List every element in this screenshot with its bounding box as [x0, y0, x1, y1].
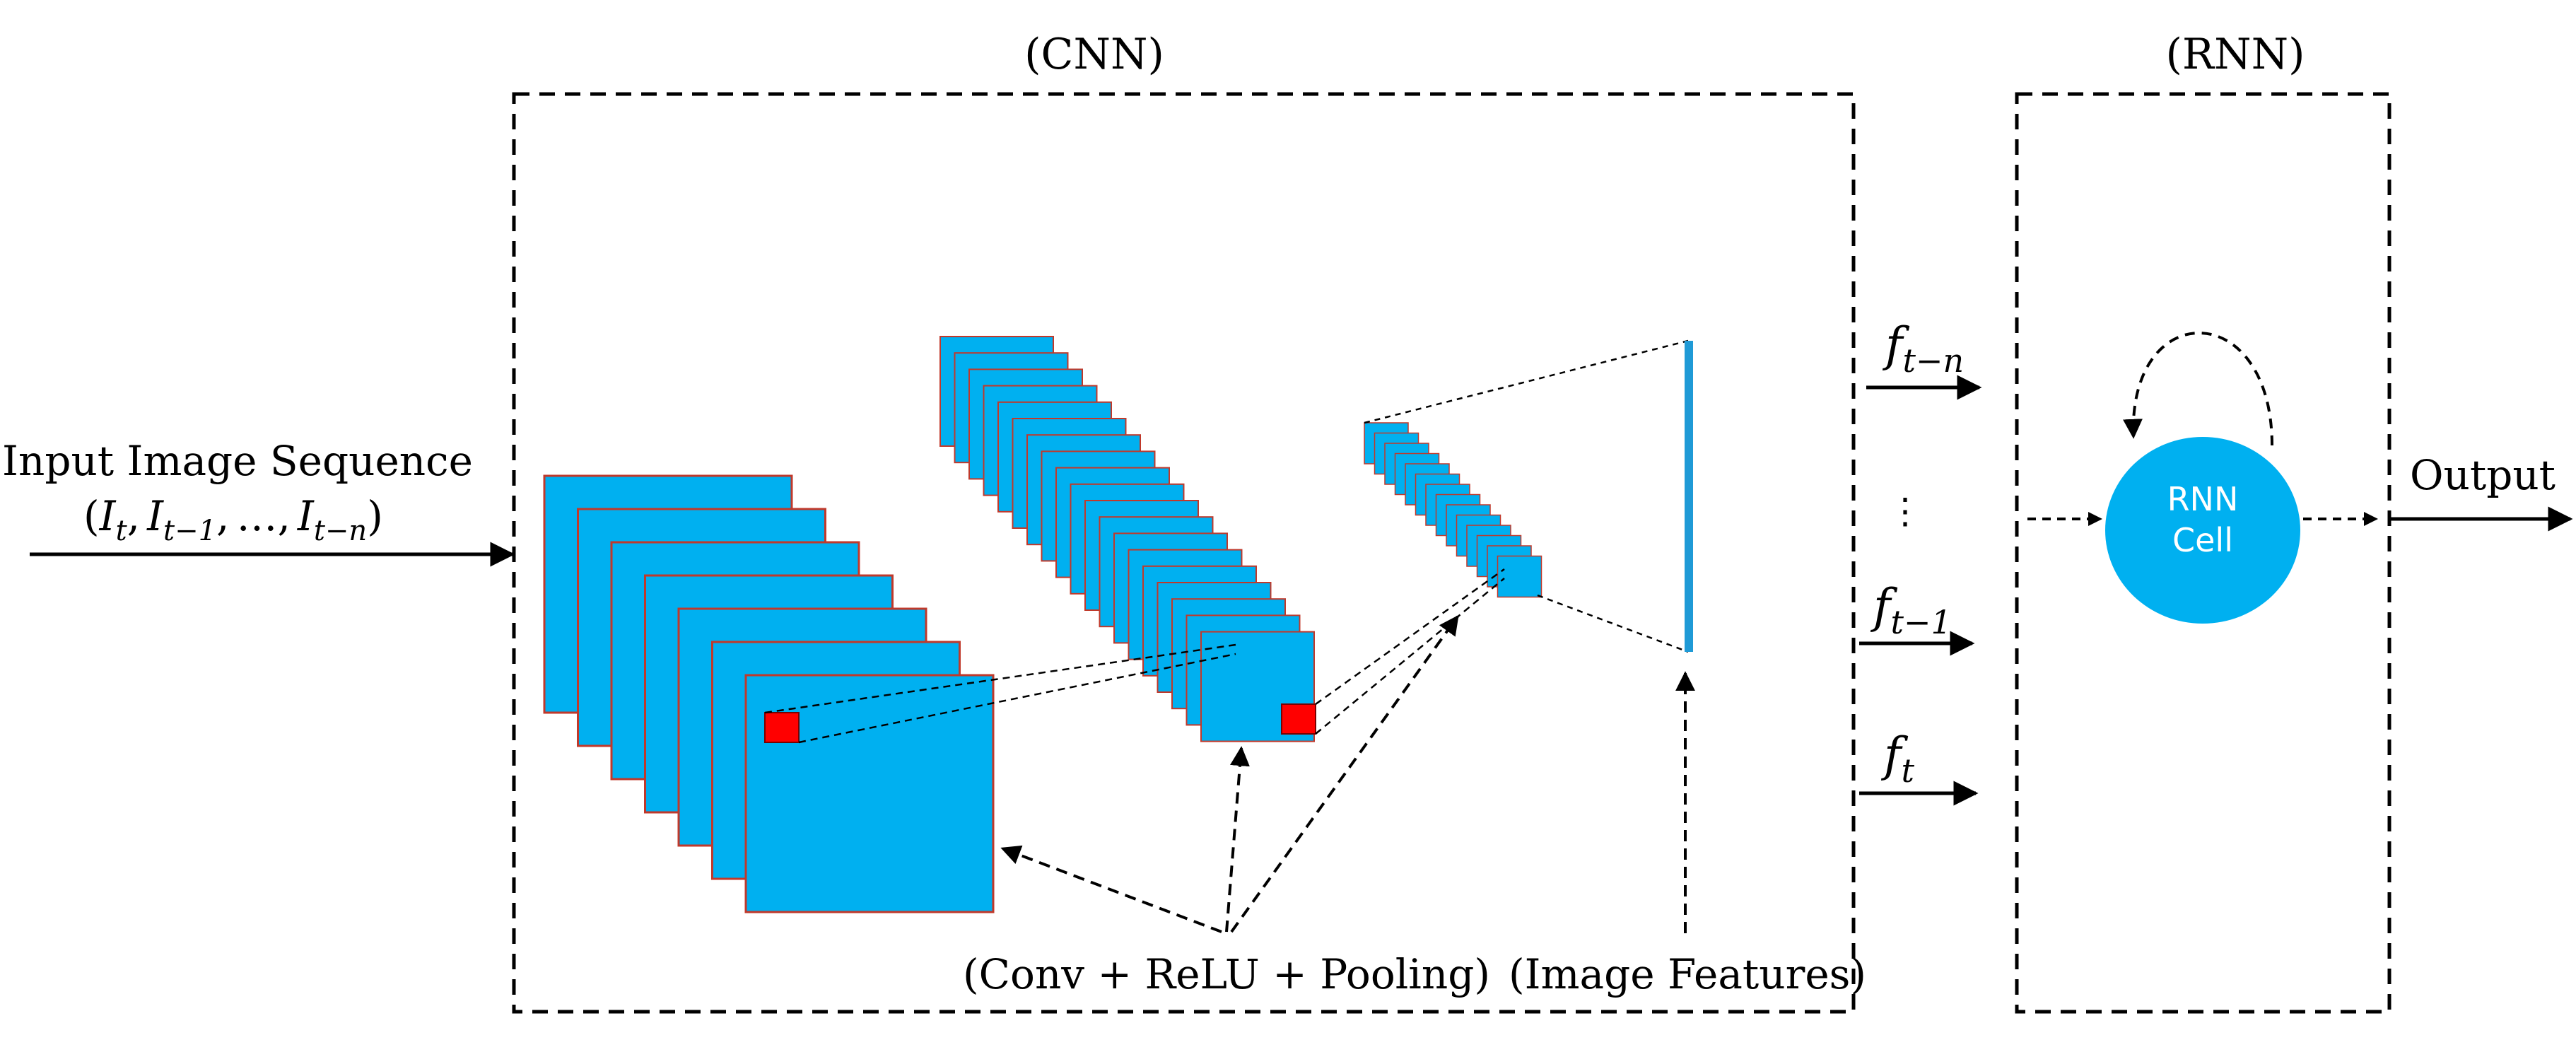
output-label: Output: [2410, 451, 2555, 499]
image-feature-vector: [1685, 341, 1693, 652]
input-label: Input Image Sequence: [2, 437, 473, 485]
feature-f-t-minus-1-label: ft−1: [1870, 579, 1952, 641]
stack3-layer: [1497, 555, 1542, 598]
feature-f-t-minus-n-label: ft−n: [1882, 317, 1964, 380]
image-features-label: (Image Features): [1509, 950, 1866, 998]
rnn-cell-label-line1: RNN: [2167, 480, 2239, 518]
feature-ellipsis: ⋮: [1887, 491, 1923, 532]
feature-f-t-label: ft: [1880, 728, 1914, 790]
kernel-square-1: [764, 712, 800, 743]
conv-relu-pooling-label: (Conv + ReLU + Pooling): [963, 950, 1490, 998]
cnn-title: (CNN): [1024, 30, 1164, 79]
conv-arrows: [1000, 614, 1459, 933]
rnn-cell: [2105, 437, 2300, 624]
rnn-box: [2015, 92, 2391, 1014]
kernel-projection-lines: [764, 568, 1505, 744]
feature-vector-projection-lines: [1364, 339, 1689, 653]
kernel-square-2: [1281, 703, 1316, 735]
rnn-title: (RNN): [2166, 30, 2305, 79]
rnn-recurrent-loop: [2123, 332, 2273, 446]
rnn-cell-label-line2: Cell: [2172, 521, 2233, 559]
input-sequence: (It,It−1,…,It−n): [83, 492, 383, 547]
feature-map-stack-1: [543, 474, 995, 913]
feature-map-stack-2: [939, 336, 1315, 742]
feature-map-stack-3: [1364, 422, 1542, 598]
